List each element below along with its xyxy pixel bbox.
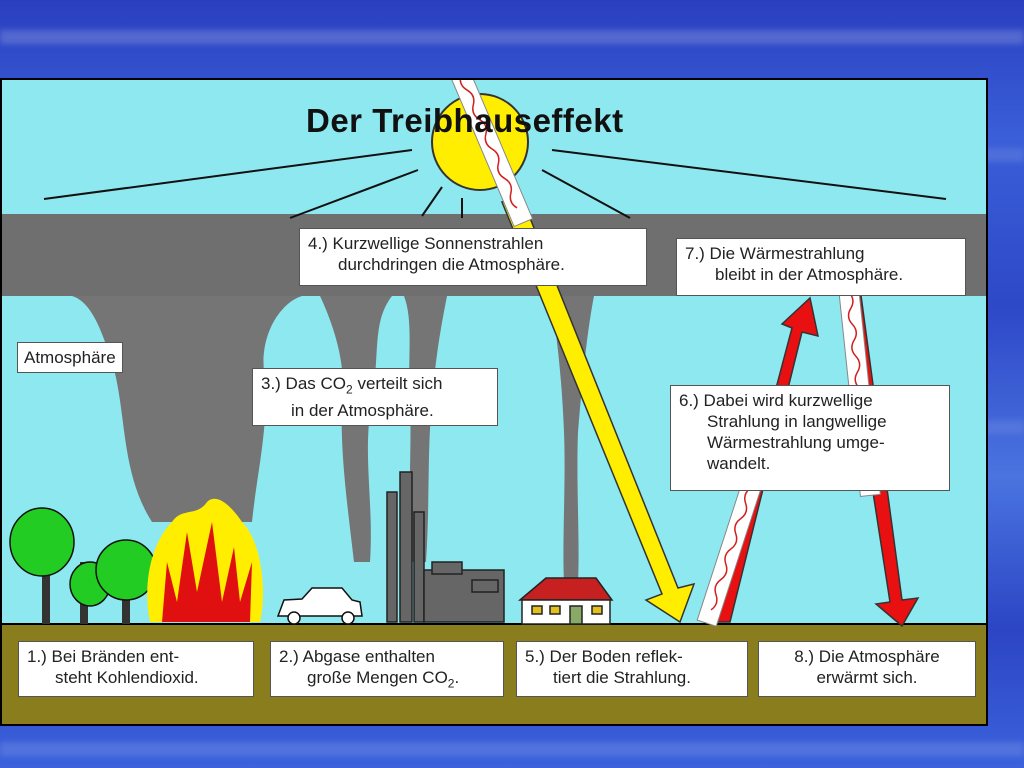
step8-line1: 8.) Die Atmosphäre	[794, 647, 940, 666]
step3-line2: in der Atmosphäre.	[291, 401, 434, 421]
car	[276, 587, 363, 625]
house	[517, 577, 614, 625]
step4-line2: durchdringen die Atmosphäre.	[338, 255, 565, 274]
step3-box: 3.) Das CO2 verteilt sich in der Atmosph…	[252, 368, 498, 426]
step6-line3: Wärmestrahlung umge-	[707, 433, 885, 452]
sun-rays	[43, 149, 947, 219]
step8-box: 8.) Die Atmosphäre erwärmt sich.	[758, 641, 976, 697]
atmosphere-text: Atmosphäre	[24, 348, 116, 367]
step5-box: 5.) Der Boden reflek- tiert die Strahlun…	[516, 641, 748, 697]
step5-line1: 5.) Der Boden reflek-	[525, 647, 683, 666]
step6-line1: 6.) Dabei wird kurzwellige	[679, 391, 873, 410]
step4-line1: 4.) Kurzwellige Sonnenstrahlen	[308, 234, 544, 253]
step2-box: 2.) Abgase enthalten große Mengen CO2.	[270, 641, 504, 697]
fire	[147, 498, 263, 622]
step1-line2: steht Kohlendioxid.	[55, 668, 199, 687]
step2-line1: 2.) Abgase enthalten	[279, 647, 435, 666]
step2-line2: große Mengen CO2.	[307, 668, 460, 691]
trees	[9, 507, 157, 624]
step3-line1: 3.) Das CO2 verteilt sich	[261, 374, 443, 397]
step1-box: 1.) Bei Bränden ent- steht Kohlendioxid.	[18, 641, 254, 697]
step8-line2: erwärmt sich.	[816, 668, 918, 687]
step5-line2: tiert die Strahlung.	[553, 668, 691, 687]
factory-smoke-2	[404, 296, 447, 562]
step6-box: 6.) Dabei wird kurzwellige Strahlung in …	[670, 385, 950, 491]
step1-line1: 1.) Bei Bränden ent-	[27, 647, 180, 666]
step6-line2: Strahlung in langwellige	[707, 412, 887, 431]
step4-box: 4.) Kurzwellige Sonnenstrahlen durchdrin…	[299, 228, 647, 286]
step7-line2: bleibt in der Atmosphäre.	[715, 265, 904, 284]
factory	[386, 471, 505, 623]
diagram-title: Der Treibhauseffekt	[306, 102, 624, 139]
atmosphere-label: Atmosphäre	[17, 342, 123, 373]
greenhouse-diagram: Der Treibhauseffekt Atmosphäre 4.) Kurzw…	[0, 78, 988, 726]
step7-box: 7.) Die Wärmestrahlung bleibt in der Atm…	[676, 238, 966, 296]
step7-line1: 7.) Die Wärmestrahlung	[685, 244, 865, 263]
step6-line4: wandelt.	[707, 454, 771, 473]
fire-smoke	[72, 296, 302, 522]
factory-smoke-1	[320, 296, 392, 562]
